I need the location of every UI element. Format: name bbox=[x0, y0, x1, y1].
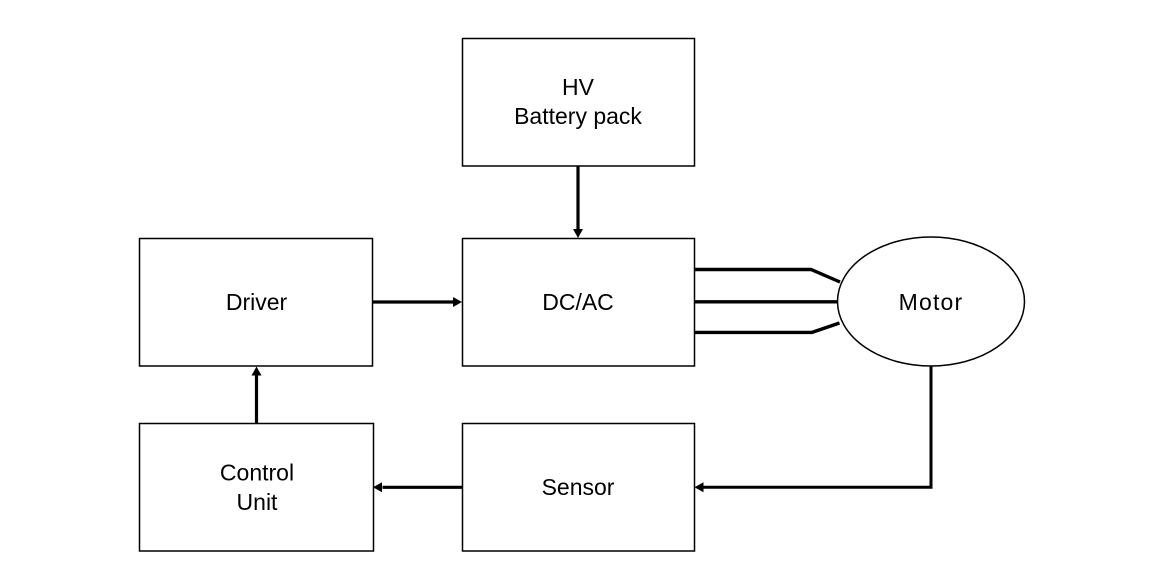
svg-text:Sensor: Sensor bbox=[542, 474, 615, 500]
svg-text:DC/AC: DC/AC bbox=[542, 289, 614, 315]
svg-text:Unit: Unit bbox=[237, 489, 279, 515]
svg-text:Motor: Motor bbox=[899, 289, 964, 315]
svg-text:HV: HV bbox=[562, 74, 595, 100]
svg-text:Driver: Driver bbox=[226, 289, 288, 315]
svg-text:Control: Control bbox=[220, 460, 294, 486]
svg-text:Battery pack: Battery pack bbox=[514, 103, 642, 129]
